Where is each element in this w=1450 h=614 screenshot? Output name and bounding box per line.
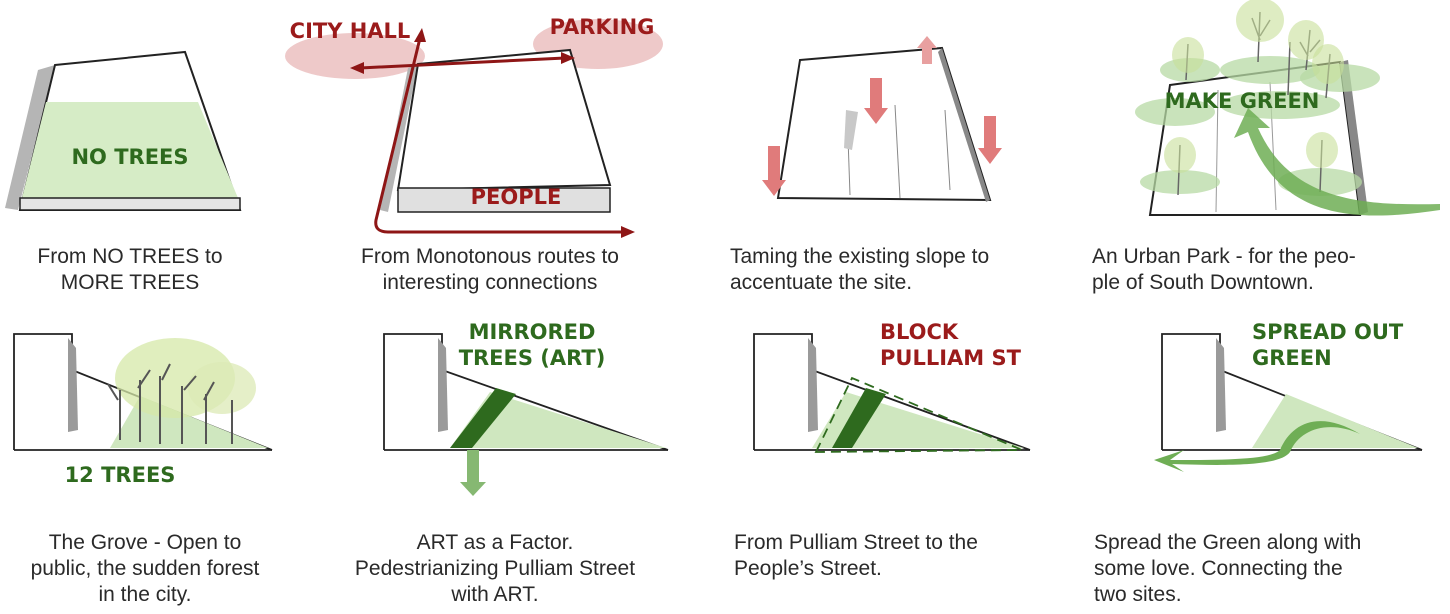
caption-panel-6: ART as a Factor. Pedestrianizing Pulliam…: [354, 531, 636, 606]
city-hall-label: CITY HALL: [290, 19, 411, 43]
block-pulliam-label: BLOCK: [880, 320, 959, 344]
block-top: [396, 48, 612, 192]
diagram-12-trees: 12 TREES: [13, 333, 273, 487]
green-flow-arrow: [1154, 421, 1360, 472]
12-trees-label: 12 TREES: [65, 463, 176, 487]
block-pulliam-label: PULLIAM ST: [880, 346, 1022, 370]
tree-crown: [1172, 37, 1204, 73]
down-arrow-head: [762, 180, 786, 196]
wall-shadow: [438, 338, 448, 432]
make-green-label: MAKE GREEN: [1165, 89, 1320, 113]
block-shadow: [5, 65, 55, 210]
arrow-head: [561, 52, 575, 64]
down-arrow-head: [460, 482, 486, 496]
parking-label: PARKING: [550, 15, 655, 39]
block-shadow: [380, 64, 418, 212]
mirrored-trees-label: MIRRORED: [469, 320, 596, 344]
down-arrow-shaft: [467, 450, 479, 484]
arrow-head: [621, 226, 635, 238]
wall-outline: [753, 333, 1031, 451]
block-side-dark: [938, 48, 990, 202]
green-area: [1252, 394, 1418, 448]
diagram-slope: [762, 36, 1002, 202]
wall-shadow: [1216, 338, 1226, 432]
diagram-spread-green: SPREAD OUT GREEN: [1154, 320, 1423, 472]
tree-crowns: [188, 362, 256, 414]
no-trees-label: NO TREES: [71, 145, 188, 169]
arrow-head: [350, 62, 364, 74]
tree-canopy: [1220, 56, 1320, 84]
tree-crown: [1236, 0, 1284, 42]
tree-crown: [1312, 44, 1344, 84]
caption-panel-5: The Grove - Open to public, the sudden f…: [30, 531, 260, 606]
spread-green-label: GREEN: [1252, 346, 1332, 370]
spread-green-label: SPREAD OUT: [1252, 320, 1404, 344]
fold-line: [944, 109, 951, 191]
green-area: [22, 102, 238, 198]
block-side: [397, 187, 611, 213]
down-arrow-shaft: [768, 146, 780, 182]
caption-panel-4: An Urban Park - for the peo- ple of Sout…: [1092, 245, 1356, 294]
down-arrow-head: [978, 148, 1002, 164]
people-label: PEOPLE: [471, 185, 562, 209]
tree-crown: [1306, 132, 1338, 168]
tree-canopy: [1140, 170, 1220, 194]
wall-shadow: [808, 338, 818, 432]
arrow-head: [414, 28, 426, 42]
wall-shadow: [68, 338, 78, 432]
fold-line: [1215, 89, 1219, 213]
caption-panel-7: From Pulliam Street to the People’s Stre…: [734, 531, 978, 580]
down-arrow-shaft: [870, 78, 882, 110]
diagram-routes: CITY HALL PARKING PEOPLE: [285, 15, 663, 238]
tree-trunks: [107, 363, 233, 444]
block-top: [776, 46, 992, 202]
tree-crown: [1164, 137, 1196, 173]
wall-outline: [383, 333, 669, 451]
mirrored-trees-label: TREES (ART): [459, 346, 606, 370]
caption-panel-3: Taming the existing slope to accentuate …: [730, 245, 990, 294]
art-strip: [450, 388, 516, 448]
up-arrow-shaft: [922, 46, 932, 64]
diagram-block-pulliam: BLOCK PULLIAM ST: [753, 320, 1031, 453]
route-line: [359, 37, 625, 234]
caption-panel-2: From Monotonous routes to interesting co…: [361, 245, 619, 294]
up-arrow-head: [917, 36, 937, 48]
green-flow-arrow: [1234, 108, 1440, 216]
fold-line: [894, 104, 901, 199]
block-side-dark: [1340, 60, 1368, 215]
caption-panel-1: From NO TREES to MORE TREES: [37, 245, 223, 294]
tree-crown: [1288, 20, 1324, 60]
block-strip: [832, 388, 886, 448]
diagram-no-trees: NO TREES: [5, 50, 242, 211]
down-arrow-shaft: [984, 116, 996, 150]
block-side: [19, 197, 241, 211]
diagram-make-green: MAKE GREEN: [1135, 0, 1440, 216]
diagram-mirrored-trees: MIRRORED TREES (ART): [383, 320, 669, 496]
tree-canopy: [1135, 98, 1215, 126]
down-arrow-head: [864, 108, 888, 124]
fold-shade: [844, 110, 858, 150]
dashed-outline: [814, 376, 1023, 453]
caption-panel-8: Spread the Green along with some love. C…: [1094, 531, 1362, 606]
